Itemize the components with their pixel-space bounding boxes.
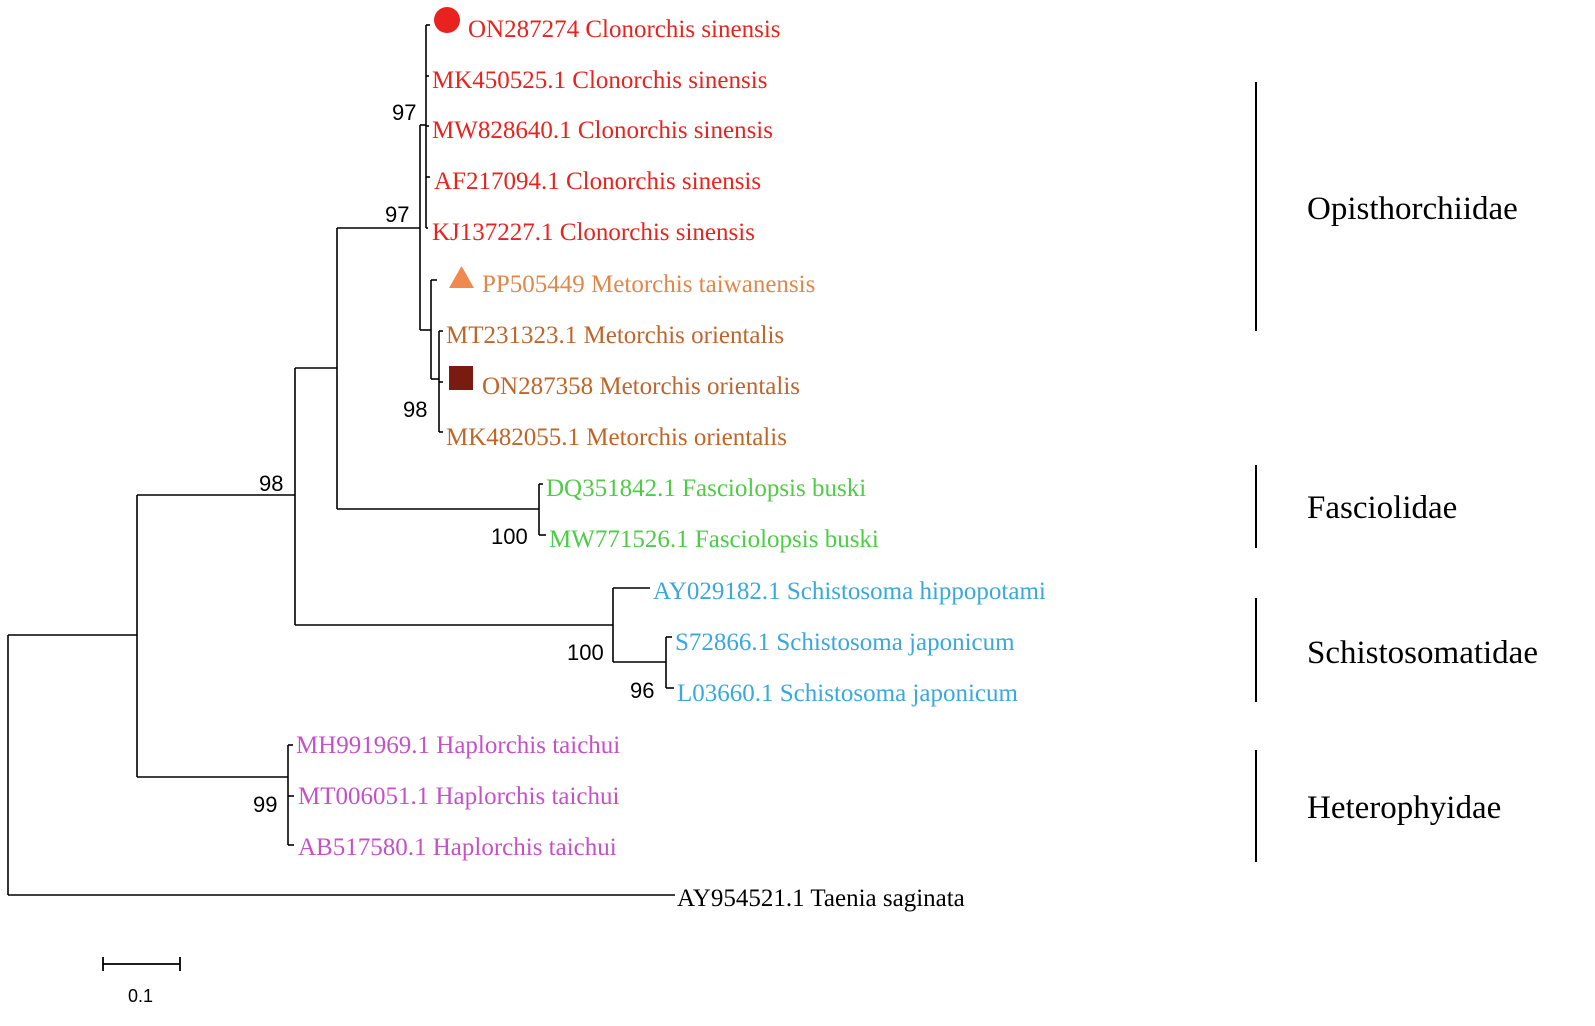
leaf-labels: ON287274 Clonorchis sinensis MK450525.1 … [296, 16, 1046, 912]
leaf-label: MH991969.1 Haplorchis taichui [296, 732, 620, 759]
leaf-label: AY029182.1 Schistosoma hippopotami [653, 578, 1046, 605]
scale-bar-label: 0.1 [128, 986, 153, 1006]
leaf-label: MW828640.1 Clonorchis sinensis [432, 117, 773, 144]
leaf-label: MT006051.1 Haplorchis taichui [298, 783, 620, 810]
bootstrap-value: 100 [567, 640, 604, 665]
leaf-label: MT231323.1 Metorchis orientalis [446, 322, 784, 349]
leaf-label: L03660.1 Schistosoma japonicum [677, 680, 1018, 707]
bootstrap-value: 98 [259, 471, 283, 496]
family-label-schistosomatidae: Schistosomatidae [1307, 635, 1538, 671]
leaf-label: ON287274 Clonorchis sinensis [468, 16, 781, 43]
family-label-opisthorchiidae: Opisthorchiidae [1307, 191, 1518, 227]
circle-marker [434, 7, 460, 33]
bootstrap-value: 99 [253, 792, 277, 817]
bootstrap-value: 100 [491, 524, 528, 549]
leaf-label: MW771526.1 Fasciolopsis buski [549, 526, 879, 553]
leaf-label: AF217094.1 Clonorchis sinensis [434, 168, 761, 195]
leaf-label: MK482055.1 Metorchis orientalis [446, 424, 787, 451]
leaf-label: KJ137227.1 Clonorchis sinensis [432, 219, 755, 246]
family-label-heterophyidae: Heterophyidae [1307, 790, 1501, 826]
family-label-fasciolidae: Fasciolidae [1307, 490, 1457, 526]
bootstrap-values: 97 97 98 98 100 100 96 99 [253, 100, 654, 817]
leaf-label: S72866.1 Schistosoma japonicum [675, 629, 1015, 656]
square-marker [449, 366, 473, 390]
bootstrap-value: 97 [392, 100, 416, 125]
scale-bar: 0.1 [102, 957, 181, 1006]
leaf-label: ON287358 Metorchis orientalis [482, 373, 800, 400]
leaf-label: AY954521.1 Taenia saginata [677, 885, 965, 912]
leaf-label: AB517580.1 Haplorchis taichui [298, 834, 617, 861]
leaf-label: DQ351842.1 Fasciolopsis buski [546, 475, 866, 502]
leaf-label: MK450525.1 Clonorchis sinensis [432, 67, 767, 94]
bootstrap-value: 98 [403, 397, 427, 422]
bootstrap-value: 96 [630, 678, 654, 703]
bootstrap-value: 97 [385, 202, 409, 227]
family-brackets: Opisthorchiidae Fasciolidae Schistosomat… [1255, 82, 1538, 862]
leaf-label: PP505449 Metorchis taiwanensis [482, 271, 815, 298]
triangle-marker [449, 266, 474, 288]
tree-branches [7, 24, 675, 896]
